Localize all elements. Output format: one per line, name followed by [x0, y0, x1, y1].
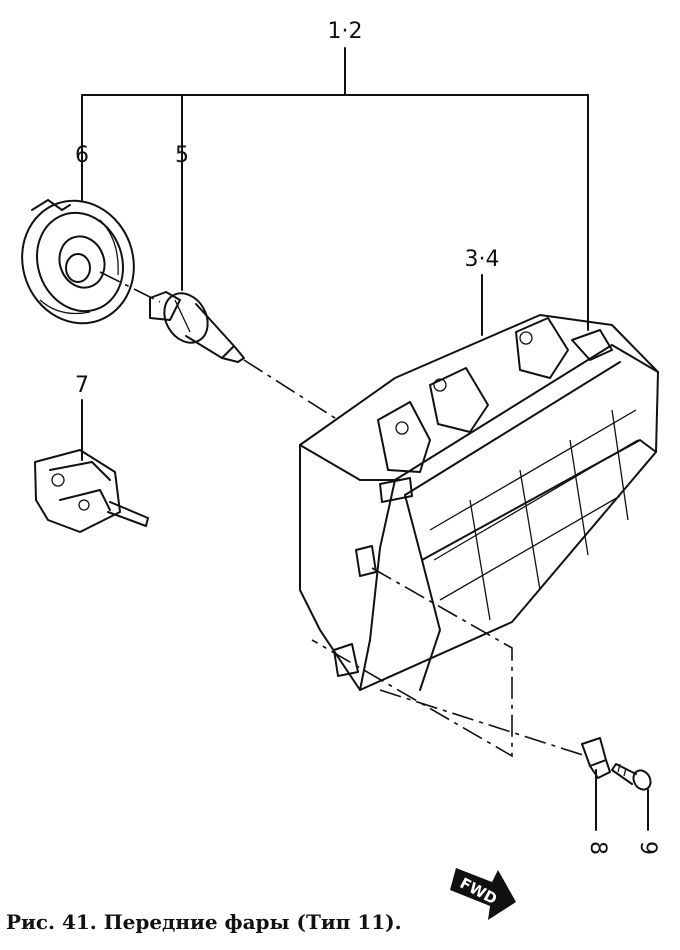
callout-adjuster: 7 — [75, 373, 89, 398]
callout-assembly: 1·2 — [328, 19, 363, 44]
callout-bulb-socket: 6 — [75, 143, 89, 168]
fwd-arrow-icon: FWD — [450, 868, 516, 920]
adjuster-part — [34, 449, 149, 533]
axis-housing-nut — [379, 689, 587, 757]
assembly-bracket — [81, 47, 589, 331]
callout-housing: 3·4 — [465, 247, 500, 272]
bulb-part — [149, 291, 245, 363]
screw-part — [611, 763, 652, 791]
axis-housing-outline — [311, 567, 513, 758]
callout-nut: 8 — [585, 841, 610, 855]
axis-bulb-housing — [243, 359, 339, 421]
nut-part — [581, 737, 611, 779]
figure-caption: Рис. 41. Передние фары (Тип 11). — [6, 910, 402, 934]
headlight-housing-part — [299, 314, 659, 691]
axis-socket-bulb — [99, 271, 161, 303]
callout-bulb: 5 — [175, 143, 189, 168]
callout-screw: 9 — [635, 841, 660, 855]
bulb-socket-part — [21, 199, 135, 325]
